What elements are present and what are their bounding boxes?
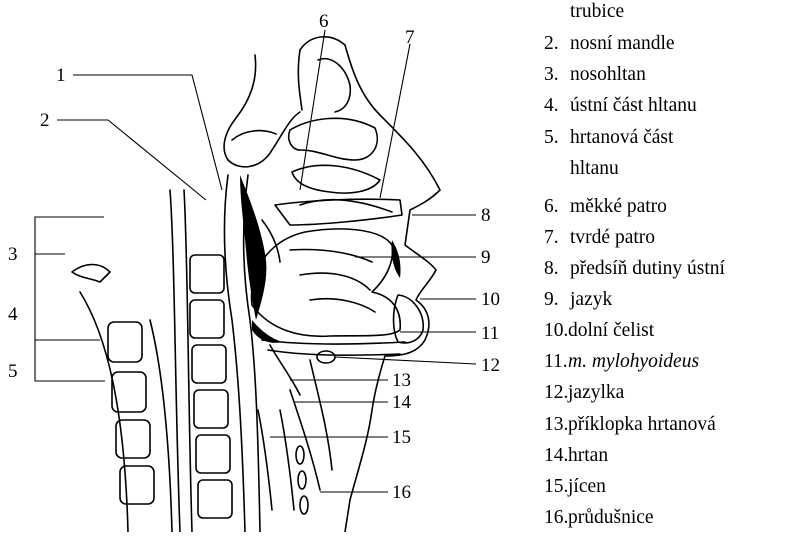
legend-item-4: 4.ústní část hltanu bbox=[544, 96, 796, 116]
legend-label: nosohltan bbox=[570, 64, 646, 85]
face-profile-outline bbox=[300, 37, 440, 532]
legend-number: 6. bbox=[544, 197, 570, 217]
nasal-bones-outline bbox=[298, 50, 350, 112]
legend-item-5-cont: hltanu bbox=[544, 159, 796, 179]
trachea-rings bbox=[296, 446, 308, 514]
callout-12: 12 bbox=[481, 356, 500, 375]
legend-item-7: 7.tvrdé patro bbox=[544, 228, 796, 248]
legend-number: 2. bbox=[544, 34, 570, 54]
legend-number: 14. bbox=[544, 446, 568, 466]
legend-number: 3. bbox=[544, 65, 570, 85]
legend-item-5: 5.hrtanová část bbox=[544, 128, 796, 148]
anatomy-figure: 1 2 3 4 5 6 7 8 9 10 11 12 13 14 15 16 bbox=[0, 0, 540, 532]
legend-label: m. mylohyoideus bbox=[568, 351, 699, 372]
legend-item-13: 13.příklopka hrtanová bbox=[544, 415, 796, 435]
legend-number: 12. bbox=[544, 383, 568, 403]
legend-item-16: 16.průdušnice bbox=[544, 508, 796, 528]
callout-9: 9 bbox=[481, 248, 491, 267]
legend-number: 16. bbox=[544, 508, 568, 528]
leader-2 bbox=[57, 120, 206, 200]
callout-16: 16 bbox=[392, 483, 411, 502]
legend-number: 15. bbox=[544, 477, 568, 497]
leader-7 bbox=[380, 44, 410, 198]
legend-item-6: 6.měkké patro bbox=[544, 197, 796, 217]
callout-6: 6 bbox=[319, 12, 329, 31]
legend-item-8: 8.předsíň dutiny ústní bbox=[544, 259, 796, 279]
legend-label: předsíň dutiny ústní bbox=[570, 258, 725, 279]
legend-list: trubice 2.nosní mandle 3.nosohltan 4.úst… bbox=[544, 0, 796, 532]
legend-number: 5. bbox=[544, 128, 570, 148]
callout-10: 10 bbox=[481, 290, 500, 309]
callout-14: 14 bbox=[392, 393, 411, 412]
callout-5: 5 bbox=[8, 362, 18, 381]
legend-item-9: 9.jazyk bbox=[544, 290, 796, 310]
legend-item-14: 14.hrtan bbox=[544, 446, 796, 466]
legend-label: příklopka hrtanová bbox=[568, 414, 716, 435]
legend-label: jazylka bbox=[568, 382, 624, 403]
legend-item-11: 11.m. mylohyoideus bbox=[544, 352, 796, 372]
legend-number: 10. bbox=[544, 321, 568, 341]
legend-item-3: 3.nosohltan bbox=[544, 65, 796, 85]
leader-1 bbox=[73, 75, 222, 190]
bracket-4 bbox=[35, 254, 100, 340]
hard-palate-outline bbox=[275, 199, 402, 225]
tongue-outline bbox=[252, 229, 401, 336]
legend-item-10: 10.dolní čelist bbox=[544, 321, 796, 341]
legend-label: trubice bbox=[570, 1, 624, 22]
callout-11: 11 bbox=[481, 324, 499, 343]
legend-label: dolní čelist bbox=[568, 320, 654, 341]
legend-number: 7. bbox=[544, 228, 570, 248]
legend-label: ústní část hltanu bbox=[570, 95, 697, 116]
callout-13: 13 bbox=[392, 371, 411, 390]
legend-number: 9. bbox=[544, 290, 570, 310]
callout-8: 8 bbox=[481, 206, 491, 225]
legend-number: 4. bbox=[544, 96, 570, 116]
legend-number: 8. bbox=[544, 259, 570, 279]
legend-number: 13. bbox=[544, 415, 568, 435]
legend-label: jícen bbox=[568, 476, 606, 497]
legend-label: hrtanová část bbox=[570, 127, 673, 148]
legend-label: jazyk bbox=[570, 289, 612, 310]
legend-label: měkké patro bbox=[570, 196, 667, 217]
legend-item-15: 15.jícen bbox=[544, 477, 796, 497]
left-vertebrae-sketch bbox=[72, 265, 172, 533]
cervical-vertebrae-column bbox=[170, 190, 232, 532]
legend-label: tvrdé patro bbox=[570, 227, 655, 248]
callout-15: 15 bbox=[392, 428, 411, 447]
legend-label: hltanu bbox=[570, 158, 619, 179]
callout-4: 4 bbox=[8, 305, 18, 324]
hyoid-bone bbox=[317, 351, 335, 363]
callout-1: 1 bbox=[56, 66, 66, 85]
legend-label: nosní mandle bbox=[570, 33, 675, 54]
legend-label: průdušnice bbox=[568, 507, 654, 528]
callout-7: 7 bbox=[405, 28, 415, 47]
callout-3: 3 bbox=[8, 245, 18, 264]
nasal-conchae-outline bbox=[289, 118, 378, 160]
pharynx-posterior-wall bbox=[225, 175, 245, 532]
callout-2: 2 bbox=[40, 111, 50, 130]
bracket-3 bbox=[35, 217, 104, 254]
leader-12 bbox=[335, 357, 476, 364]
legend-item-1-cont: trubice bbox=[544, 2, 796, 22]
legend-label: hrtan bbox=[568, 445, 608, 466]
legend-item-12: 12.jazylka bbox=[544, 383, 796, 403]
legend-number: 11. bbox=[544, 352, 568, 372]
sagittal-head-neck-drawing bbox=[0, 0, 540, 532]
legend-item-2: 2.nosní mandle bbox=[544, 34, 796, 54]
palate-tip-dark bbox=[391, 240, 400, 278]
cranial-base-outline bbox=[224, 55, 300, 167]
bracket-5 bbox=[35, 340, 105, 381]
